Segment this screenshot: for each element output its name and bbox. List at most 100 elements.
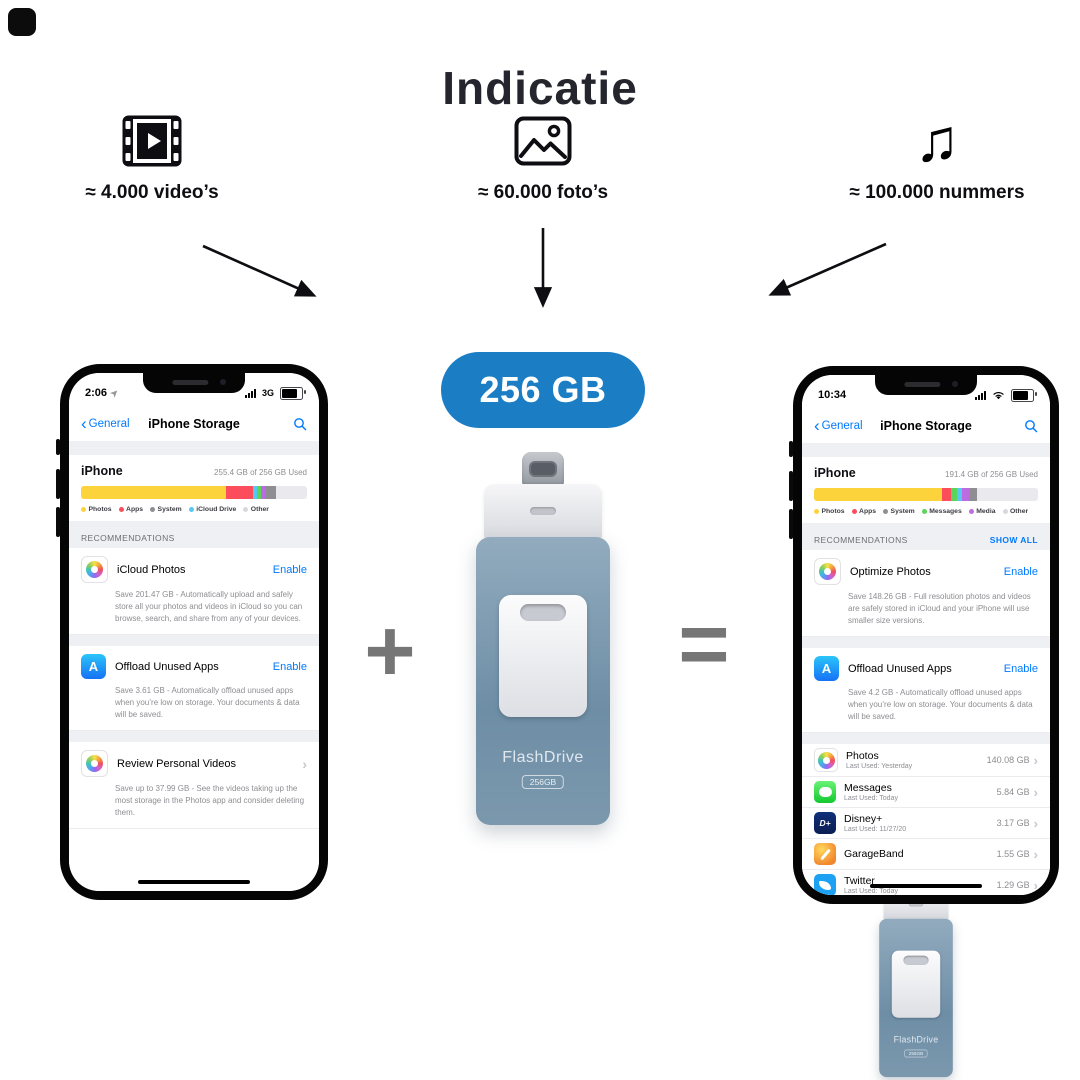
recommendation-name: Offload Unused Apps [848, 662, 952, 675]
recommendation-optimize-photos[interactable]: Optimize Photos Enable Save 148.26 GB - … [802, 550, 1050, 637]
volume-down-button [789, 509, 793, 539]
feature-music: ♫ ≈ 100.000 nummers [817, 110, 1057, 204]
back-chevron-icon: ‹ [81, 413, 87, 433]
usb-c-connector [522, 452, 564, 486]
storage-bar-segment [260, 486, 266, 499]
capacity-badge: 256 GB [441, 352, 645, 428]
enable-button[interactable]: Enable [1003, 662, 1038, 675]
legend-item: Other [1002, 508, 1028, 515]
storage-bar [814, 488, 1038, 501]
status-bar: 2:06 ➤ 3G [69, 373, 319, 407]
wifi-icon [992, 390, 1005, 400]
back-label: General [821, 420, 863, 432]
left-iphone: 2:06 ➤ 3G ‹ General iPhone Storage [56, 364, 328, 900]
cap-slot [530, 507, 556, 515]
cellular-signal-icon [975, 390, 986, 400]
location-icon: ➤ [108, 386, 121, 399]
drive-brand-label: FlashDrive [893, 1035, 939, 1045]
enable-button[interactable]: Enable [272, 563, 307, 576]
app-row-twitter[interactable]: Twitter Last Used: Today 1.29 GB › [802, 870, 1050, 895]
cap-slot [908, 902, 924, 907]
app-row-disney-plus[interactable]: Disney+ Last Used: 11/27/20 3.17 GB › [802, 808, 1050, 839]
chevron-right-icon: › [1033, 877, 1038, 893]
search-icon[interactable] [1024, 419, 1038, 433]
home-indicator[interactable] [138, 879, 250, 884]
back-label: General [88, 418, 130, 430]
chevron-right-icon: › [1033, 846, 1038, 862]
recommendations-header: RECOMMENDATIONS SHOW ALL [802, 523, 1050, 550]
corner-decoration [8, 8, 36, 36]
section-divider [802, 637, 1050, 648]
recommendation-name: iCloud Photos [117, 563, 186, 576]
mute-switch [789, 441, 793, 457]
drive-brand-label: FlashDrive [502, 749, 584, 766]
legend-item: System [883, 508, 915, 515]
storage-bar-segment [814, 488, 942, 501]
recommendation-icloud-photos[interactable]: iCloud Photos Enable Save 201.47 GB - Au… [69, 548, 319, 635]
nav-bar: ‹ General iPhone Storage [802, 409, 1050, 443]
equals-sign: = [678, 594, 730, 693]
recommendation-name: Review Personal Videos [117, 757, 237, 770]
back-button[interactable]: ‹ General [814, 415, 863, 435]
volume-down-button [56, 507, 60, 537]
drive-cap [484, 484, 602, 538]
arrow-music [768, 242, 887, 296]
recommendation-description: Save 148.26 GB - Full resolution photos … [848, 592, 1031, 625]
disneyplus-app-icon [814, 812, 836, 834]
section-divider [69, 635, 319, 646]
film-icon [121, 110, 183, 172]
speaker [172, 380, 209, 385]
status-time: 10:34 [818, 389, 847, 401]
photos-app-icon [814, 558, 841, 585]
recommendation-review-videos[interactable]: Review Personal Videos › Save up to 37.9… [69, 742, 319, 829]
recommendation-description: Save 201.47 GB - Automatically upload an… [115, 590, 303, 623]
photos-app-icon [81, 750, 108, 777]
recommendations-header: RECOMMENDATIONS [69, 521, 319, 548]
flashdrive-product: FlashDrive 256GB [476, 452, 610, 825]
speaker [904, 382, 941, 387]
section-divider [802, 443, 1050, 457]
storage-bar [81, 486, 307, 499]
storage-bar-segment [257, 486, 261, 499]
storage-bar-segment [957, 488, 962, 501]
app-row-garageband[interactable]: GarageBand 1.55 GB › [802, 839, 1050, 870]
feature-videos-label: ≈ 4.000 video’s [85, 182, 219, 203]
page-title: Indicatie [442, 61, 638, 114]
app-store-icon [81, 654, 106, 679]
feature-videos: ≈ 4.000 video’s [57, 110, 247, 204]
app-row-messages[interactable]: Messages Last Used: Today 5.84 GB › [802, 777, 1050, 808]
home-indicator[interactable] [870, 883, 982, 888]
drive-slider [891, 950, 941, 1018]
back-button[interactable]: ‹ General [81, 413, 130, 433]
storage-bar-segment [265, 486, 277, 499]
recommendation-offload-apps[interactable]: Offload Unused Apps Enable Save 3.61 GB … [69, 646, 319, 731]
legend-item: Other [243, 506, 269, 513]
plus-sign: + [364, 601, 416, 700]
app-row-photos[interactable]: Photos Last Used: Yesterday 140.08 GB › [802, 744, 1050, 777]
storage-bar-segment [950, 488, 958, 501]
usage-label: 255.4 GB of 256 GB Used [214, 468, 307, 477]
legend-item: Photos [814, 508, 845, 515]
usage-label: 191.4 GB of 256 GB Used [945, 470, 1038, 479]
status-bar: 10:34 [802, 375, 1050, 409]
enable-button[interactable]: Enable [1003, 565, 1038, 578]
legend-item: System [150, 506, 182, 513]
camera-dot [952, 381, 958, 387]
recommendations-label: RECOMMENDATIONS [81, 533, 175, 543]
show-all-button[interactable]: SHOW ALL [989, 535, 1038, 545]
storage-bar-segment [225, 486, 253, 499]
back-chevron-icon: ‹ [814, 415, 820, 435]
legend-item: Messages [921, 508, 962, 515]
right-iphone: 10:34 ‹ General iPhone Storage [789, 366, 1059, 904]
drive-body: FlashDrive 256GB [879, 918, 953, 1078]
search-icon[interactable] [293, 417, 307, 431]
recommendation-offload-apps[interactable]: Offload Unused Apps Enable Save 4.2 GB -… [802, 648, 1050, 733]
section-divider [69, 441, 319, 455]
battery-icon [1011, 388, 1037, 402]
section-divider [69, 731, 319, 742]
enable-button[interactable]: Enable [272, 660, 307, 673]
